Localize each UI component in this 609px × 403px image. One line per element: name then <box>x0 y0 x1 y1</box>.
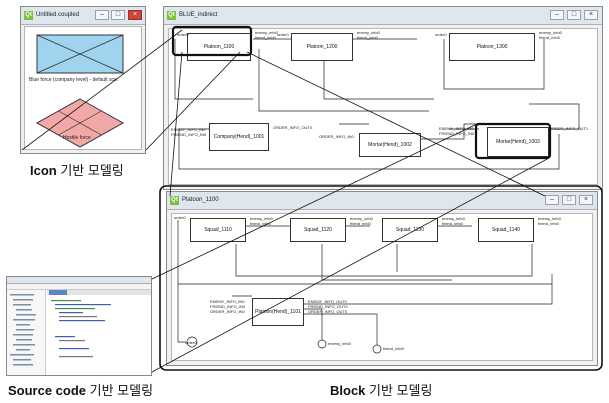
p1100-enemy-port: enemy_info0 <box>255 30 278 35</box>
code-lines <box>51 300 111 358</box>
icon-window-title: Untitled coupled <box>36 12 80 18</box>
qt-app-icon: Qt <box>170 196 179 205</box>
phend-order-out-port: ORDER_INFO_OUT0 <box>308 309 348 314</box>
p1300-friend-port: friend_info0 <box>539 35 560 40</box>
unit-symbols <box>35 34 125 148</box>
company-enemy-in-port: ENEMY_INFO_IN0 <box>171 127 206 132</box>
minimize-button[interactable]: – <box>550 10 564 20</box>
platoon-order-output-port: order0 <box>185 340 197 345</box>
p1200-enemy-port: enemy_info0 <box>357 30 380 35</box>
platoon-1200-block[interactable]: Platoon_1200 <box>291 33 353 61</box>
block-caption: Block 기반 모델링 <box>330 383 433 398</box>
active-source-tab[interactable] <box>49 290 67 295</box>
hostile-force-caption: Hostile force <box>63 135 91 141</box>
blue-force-caption: Blue force (company level) - default sce… <box>29 77 119 83</box>
s1130-enemy-port: enemy_info0 <box>442 216 465 221</box>
project-tree-lines <box>10 294 36 366</box>
highlight-platoon-1100 <box>171 25 253 57</box>
zoom-line-source <box>151 123 478 280</box>
blue-force-icon[interactable] <box>36 34 124 74</box>
source-window-tabbar[interactable] <box>47 290 151 295</box>
qt-app-icon: Qt <box>167 11 176 20</box>
p1300-order-port: order0 <box>435 32 447 37</box>
phend-enemy-out-port: ENEMY_INFO_OUT0 <box>308 299 347 304</box>
close-button[interactable]: × <box>579 195 593 205</box>
platoon-1100-window: Qt Platoon_1100 – □ × <box>166 191 598 366</box>
highlight-platoon-window <box>159 185 603 371</box>
source-code-caption: Source code 기반 모델링 <box>8 383 154 398</box>
close-button[interactable]: × <box>584 10 598 20</box>
squad-1140-block[interactable]: Squad_1140 <box>478 218 534 242</box>
qt-app-icon: Qt <box>24 11 33 20</box>
s1120-enemy-port: enemy_info0 <box>350 216 373 221</box>
p1200-friend-port: friend_info0 <box>357 35 378 40</box>
zoom-line-platoon <box>246 51 546 197</box>
code-editor[interactable] <box>47 296 151 375</box>
platoon-order-input-port: order0 <box>174 215 186 220</box>
icon-canvas: Blue force (company level) - default sce… <box>24 26 142 150</box>
s1120-friend-port: friend_info0 <box>350 221 371 226</box>
p1300-enemy-port: enemy_info0 <box>539 30 562 35</box>
blue-wires <box>174 38 580 170</box>
platoon-enemy-output-port: enemy_info0 <box>328 341 351 346</box>
minimize-button[interactable]: – <box>545 195 559 205</box>
source-window-titlebar[interactable] <box>7 277 151 284</box>
company-order-out-port: ORDER_INFO_OUT0 <box>273 125 313 130</box>
icon-window-titlebar[interactable]: Qt Untitled coupled – □ × <box>21 7 145 25</box>
p1200-order-port: order0 <box>277 32 289 37</box>
blue-window-titlebar[interactable]: Qt BLUE_indirect – □ × <box>164 7 602 25</box>
platoon-hend-1101-block[interactable]: Platoon(Hend)_1101 <box>252 298 304 326</box>
platoon-canvas: Squad_1110 Squad_1120 Squad_1130 Squad_1… <box>171 213 593 361</box>
zoom-line-source-2 <box>151 157 550 373</box>
maximize-button[interactable]: □ <box>562 195 576 205</box>
company-hend-1001-block[interactable]: Company(Hend)_1001 <box>209 123 269 151</box>
phend-friend-in-port: FRIEND_INFO_IN0 <box>210 304 246 309</box>
blue-indirect-window: Qt BLUE_indirect – □ × Platoon_1100 Plat… <box>163 6 603 190</box>
p1100-order-port: order0 <box>177 32 189 37</box>
icon-caption: Icon 기반 모델링 <box>30 163 124 178</box>
icon-model-window: Qt Untitled coupled – □ × Blue force (co… <box>20 6 146 154</box>
s1140-friend-port: friend_info0 <box>538 221 559 226</box>
highlight-mortar-1003 <box>474 122 552 160</box>
platoon-window-titlebar[interactable]: Qt Platoon_1100 – □ × <box>167 192 597 210</box>
source-window-menubar[interactable] <box>7 284 151 290</box>
phend-order-in-port: ORDER_INFO_IN0 <box>210 309 245 314</box>
project-tree-panel[interactable] <box>7 290 46 375</box>
platoon-window-title: Platoon_1100 <box>182 197 219 203</box>
minimize-button[interactable]: – <box>95 10 109 20</box>
mortar-hend-1002-block[interactable]: Mortar(Hend)_1002 <box>359 133 421 157</box>
zoom-line-platoon-2 <box>169 51 183 197</box>
mortar1003-enemy-in-port: ENEMY_INFO_IN0 <box>439 126 474 131</box>
platoon-1300-block[interactable]: Platoon_1300 <box>449 33 535 61</box>
mortar1002-order-in-port: ORDER_INFO_IN0 <box>319 134 354 139</box>
phend-friend-out-port: FRIEND_INFO_OUT0 <box>308 304 348 309</box>
squad-1110-block[interactable]: Squad_1110 <box>190 218 246 242</box>
p1100-friend-port: friend_info0 <box>255 35 276 40</box>
zoom-line-icon-2 <box>145 51 241 151</box>
source-code-window <box>6 276 152 376</box>
s1140-enemy-port: enemy_info0 <box>538 216 561 221</box>
platoon-friend-output-port: friend_info0 <box>383 346 404 351</box>
company-friend-in-port: FRIEND_INFO_IN0 <box>171 132 207 137</box>
close-button[interactable]: × <box>128 10 142 20</box>
squad-1120-block[interactable]: Squad_1120 <box>290 218 346 242</box>
maximize-button[interactable]: □ <box>111 10 125 20</box>
mortar-hend-1003-block[interactable]: Mortar(Hend)_1003 <box>487 127 549 157</box>
blue-window-title: BLUE_indirect <box>179 12 218 18</box>
phend-enemy-in-port: ENEMY_INFO_IN0 <box>210 299 245 304</box>
platoon-wires <box>177 220 553 354</box>
s1110-friend-port: friend_info0 <box>250 221 271 226</box>
s1110-enemy-port: enemy_info0 <box>250 216 273 221</box>
s1130-friend-port: friend_info0 <box>442 221 463 226</box>
zoom-line-icon <box>21 29 183 151</box>
hostile-force-icon[interactable] <box>35 98 125 148</box>
squad-1130-block[interactable]: Squad_1130 <box>382 218 438 242</box>
maximize-button[interactable]: □ <box>567 10 581 20</box>
mortar1003-order-out-port: ORDER_INFO_OUT1 <box>549 126 589 131</box>
